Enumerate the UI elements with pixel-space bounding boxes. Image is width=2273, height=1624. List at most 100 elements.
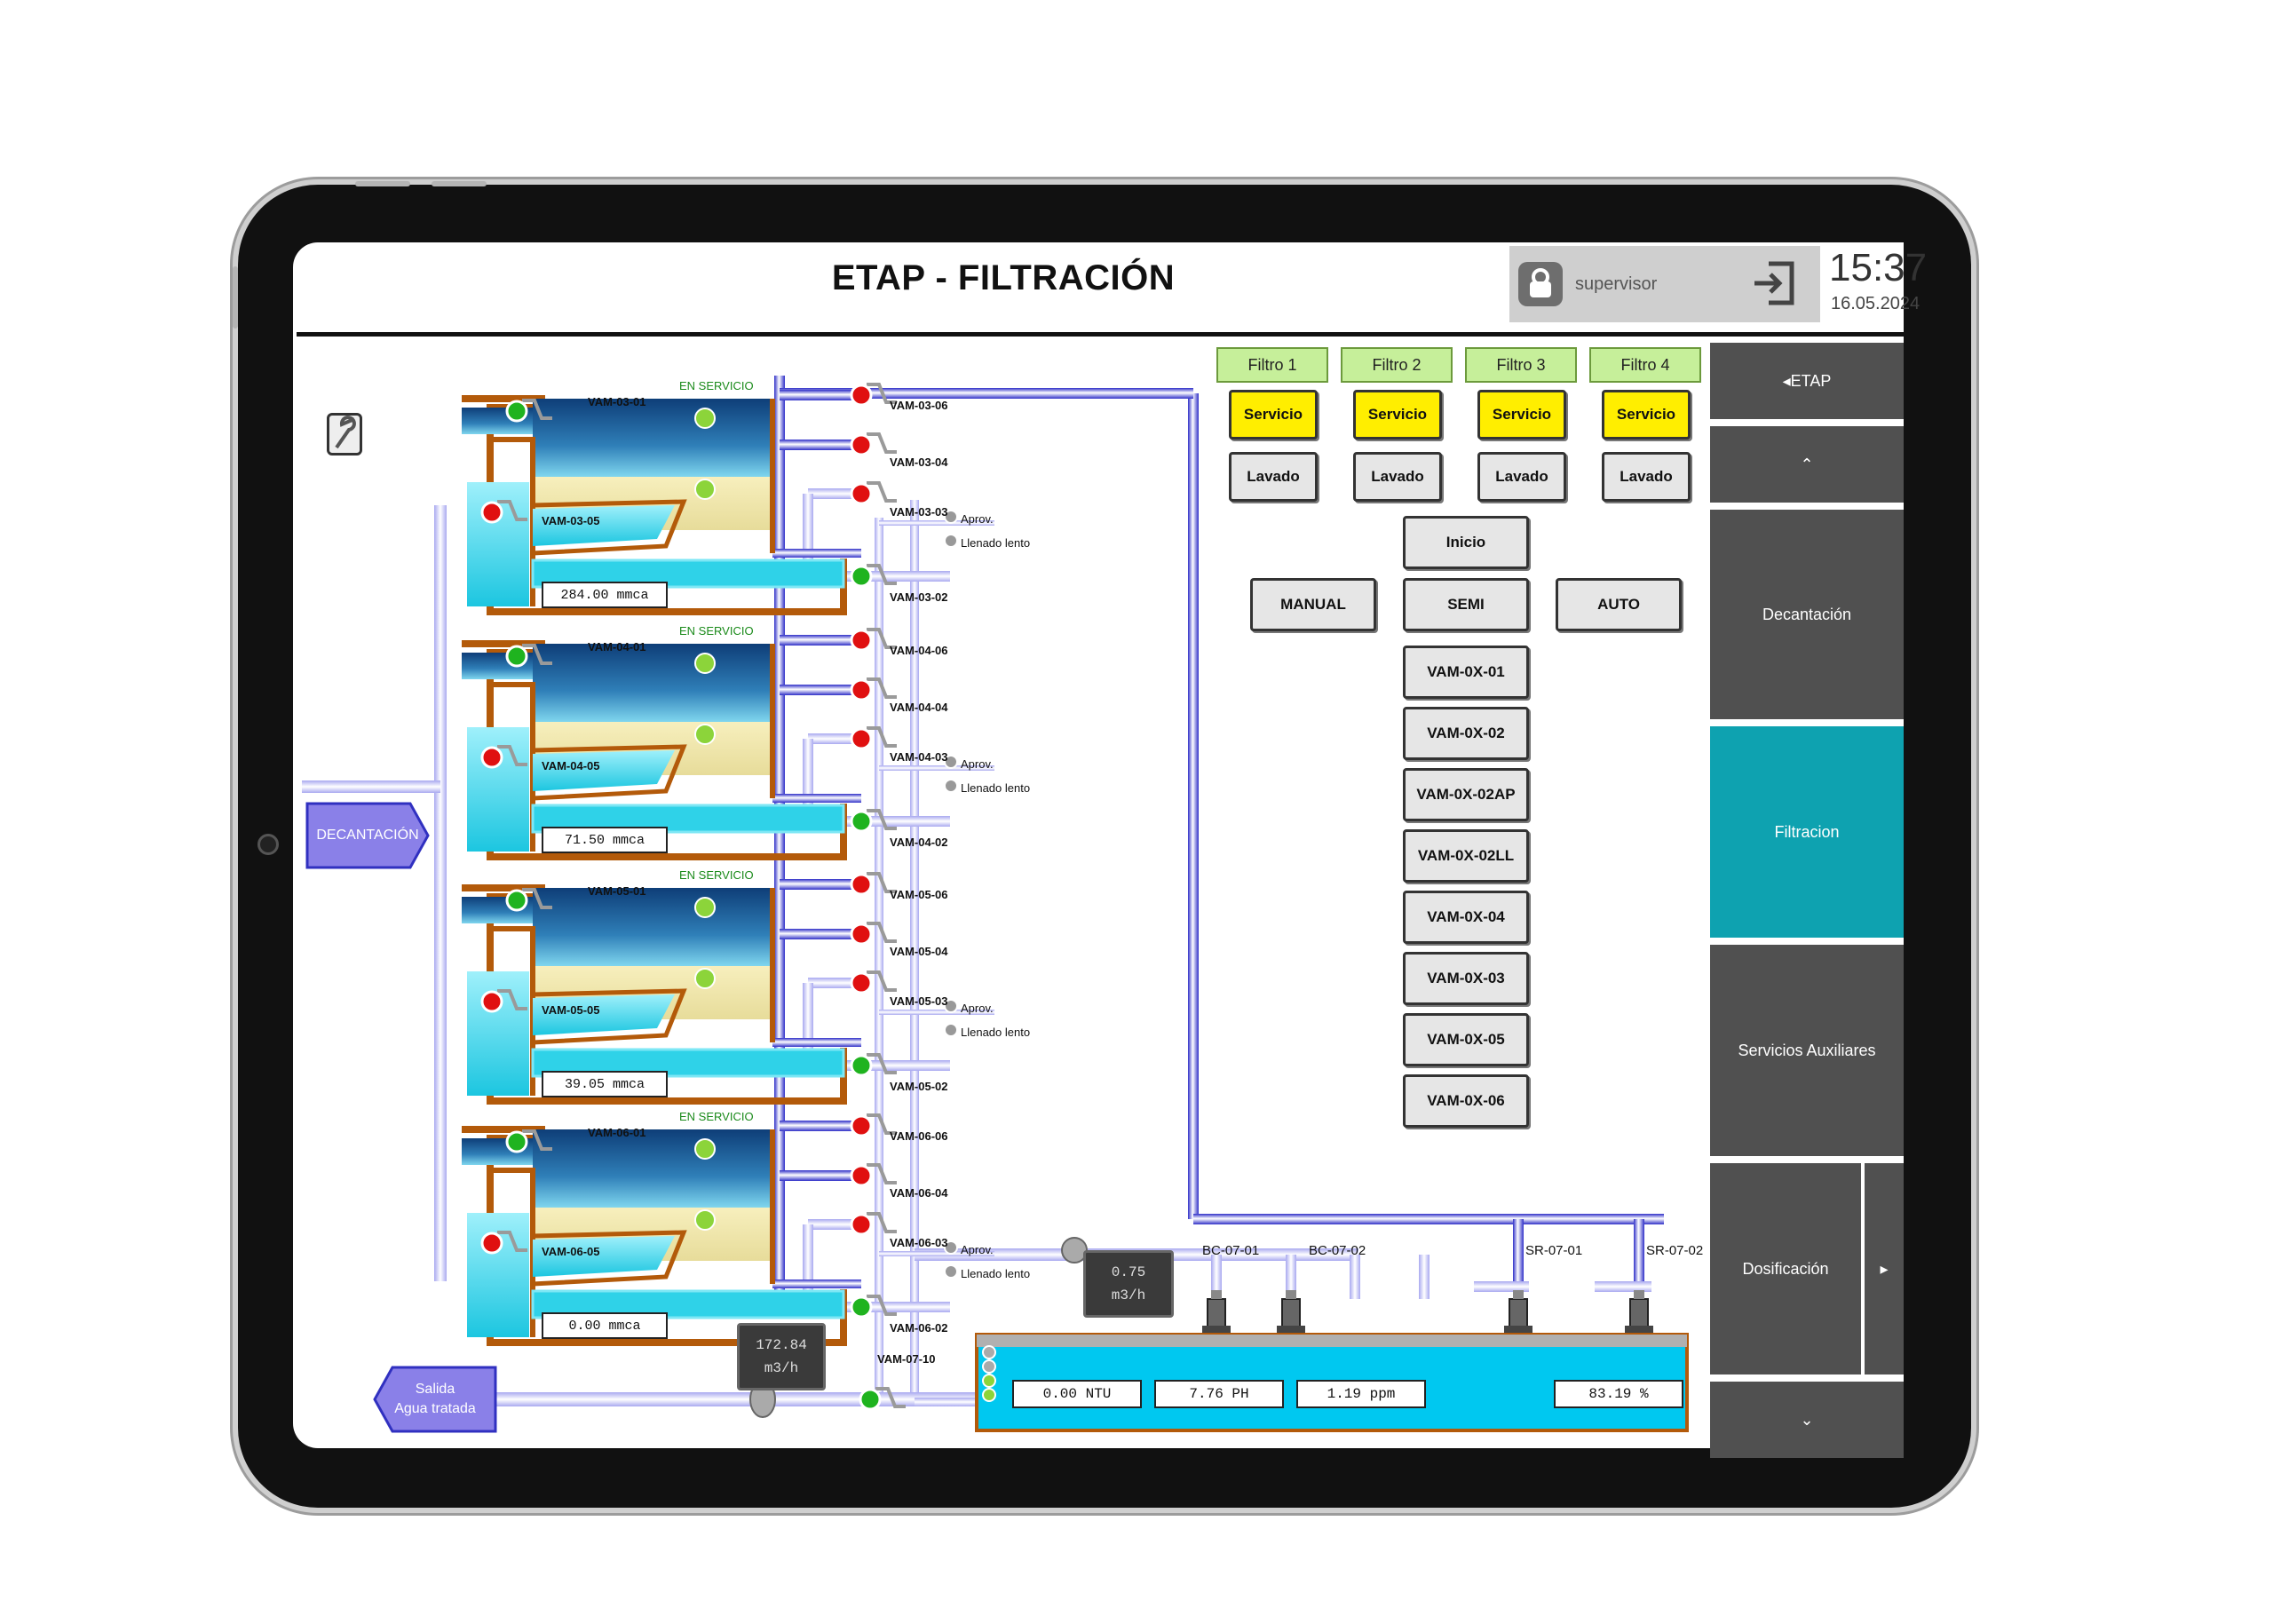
nav-etap[interactable]: ◂ETAP	[1710, 343, 1904, 419]
flow-out-unit: m3/h	[764, 1360, 799, 1376]
valve-closed-indicator	[850, 923, 873, 946]
nav-dosificacion-expand[interactable]: ▸	[1865, 1163, 1904, 1374]
pipe	[1419, 1255, 1430, 1299]
pump-motor	[1211, 1290, 1222, 1299]
filter-level-reading: 39.05 mmca	[542, 1071, 668, 1097]
pump-4	[1625, 1290, 1653, 1333]
nav-filtracion[interactable]: Filtracion	[1710, 726, 1904, 938]
pump-base	[1277, 1326, 1305, 1333]
valve-closed-indicator	[850, 678, 873, 701]
valve-label: VAM-05-06	[890, 888, 948, 901]
nav-etap-label: ETAP	[1790, 371, 1832, 390]
water-body	[533, 399, 772, 477]
valve-label: VAM-04-05	[542, 759, 600, 772]
valve-label: VAM-05-04	[890, 945, 948, 958]
pipe	[1634, 1219, 1644, 1287]
pump-base	[1504, 1326, 1532, 1333]
clock-date: 16.05.2024	[1831, 294, 1921, 313]
nav-scroll-up[interactable]: ⌃	[1710, 426, 1904, 503]
valve-button-vam-0x-02[interactable]: VAM-0X-02	[1403, 707, 1529, 760]
pipe	[1350, 1255, 1360, 1299]
pump-motor	[1634, 1290, 1644, 1299]
valve-button-vam-0x-06[interactable]: VAM-0X-06	[1403, 1074, 1529, 1128]
pipe	[772, 549, 861, 558]
hmi-screen: ETAP - FILTRACIÓN supervisor 15:37 16.05…	[293, 242, 1927, 1458]
nav-dosificacion[interactable]: Dosificación	[1710, 1163, 1861, 1374]
valve-closed-indicator	[850, 971, 873, 994]
filtro-4-servicio-button[interactable]: Servicio	[1602, 390, 1691, 440]
filter-units-layer	[462, 383, 958, 1346]
valve-closed-indicator-stem	[867, 677, 897, 699]
semi-button[interactable]: SEMI	[1403, 578, 1529, 631]
valve-button-vam-0x-05[interactable]: VAM-0X-05	[1403, 1013, 1529, 1066]
filtro-1-servicio-button[interactable]: Servicio	[1229, 390, 1318, 440]
tab-filtro-4[interactable]: Filtro 4	[1589, 347, 1701, 383]
chevron-up-icon: ⌃	[1800, 455, 1814, 473]
valve-button-vam-0x-03[interactable]: VAM-0X-03	[1403, 952, 1529, 1005]
pipe	[1286, 1255, 1296, 1299]
valve-button-vam-0x-04[interactable]: VAM-0X-04	[1403, 891, 1529, 944]
inner-wall	[490, 437, 535, 606]
tab-filtro-2[interactable]: Filtro 2	[1341, 347, 1453, 383]
valve-label: VAM-06-03	[890, 1236, 948, 1249]
valve-closed-indicator-stem	[867, 432, 897, 454]
pump-label-bc-07-02: BC-07-02	[1309, 1243, 1366, 1258]
salida-agua-tratada-tag[interactable]: Salida Agua tratada	[373, 1366, 497, 1433]
filtro-4-lavado-button[interactable]: Lavado	[1602, 452, 1691, 502]
tab-filtro-1[interactable]: Filtro 1	[1216, 347, 1328, 383]
wash-trough	[533, 994, 675, 1035]
aprov-label: Aprov.	[961, 1002, 994, 1015]
valve-label: VAM-04-02	[890, 836, 948, 849]
valve-closed-indicator	[850, 873, 873, 896]
water-body	[533, 644, 772, 722]
valve-button-vam-0x-02ll[interactable]: VAM-0X-02LL	[1403, 829, 1529, 883]
user-icon[interactable]	[1518, 262, 1563, 306]
status-lamp	[694, 479, 716, 500]
clock-time: 15:37	[1829, 246, 1928, 289]
filtro-1-lavado-button[interactable]: Lavado	[1229, 452, 1318, 502]
valve-button-vam-0x-02ap[interactable]: VAM-0X-02AP	[1403, 768, 1529, 821]
pipe	[808, 1219, 861, 1230]
valve-closed-indicator-stem	[497, 500, 527, 521]
filtro-2-lavado-button[interactable]: Lavado	[1353, 452, 1442, 502]
decantacion-inlet-tag[interactable]: DECANTACIÓN	[305, 802, 430, 869]
valve-open-indicator	[505, 1130, 528, 1153]
nav-scroll-down[interactable]: ⌄	[1710, 1382, 1904, 1458]
valve-open-indicator	[850, 565, 873, 588]
tank-top	[977, 1335, 1687, 1347]
wash-trough	[533, 505, 675, 546]
filtro-3-lavado-button[interactable]: Lavado	[1477, 452, 1566, 502]
tab-filtro-3[interactable]: Filtro 3	[1465, 347, 1577, 383]
inner-wall	[490, 926, 535, 1096]
llenado-label: Llenado lento	[961, 1267, 1031, 1280]
valve-label: VAM-03-04	[890, 456, 948, 469]
nav-decantacion[interactable]: Decantación	[1710, 510, 1904, 719]
manual-button[interactable]: MANUAL	[1250, 578, 1376, 631]
pipe	[780, 1121, 861, 1131]
trough-outline	[532, 988, 687, 1045]
trough-outline	[532, 744, 687, 801]
auto-button[interactable]: AUTO	[1556, 578, 1682, 631]
valve-closed-indicator-stem	[867, 1113, 897, 1135]
filtro-3-servicio-button[interactable]: Servicio	[1477, 390, 1566, 440]
inicio-button[interactable]: Inicio	[1403, 516, 1529, 569]
valve-closed-indicator	[480, 746, 503, 769]
filter-unit-6	[462, 1113, 958, 1346]
filter-level-reading: 284.00 mmca	[542, 582, 668, 608]
pipe	[423, 1392, 1067, 1406]
logout-icon[interactable]	[1749, 258, 1799, 308]
valve-label: VAM-04-06	[890, 644, 948, 657]
pipe	[774, 376, 785, 1308]
nav-servicios-auxiliares[interactable]: Servicios Auxiliares	[1710, 945, 1904, 1156]
valve-label: VAM-03-03	[890, 505, 948, 519]
user-name: supervisor	[1575, 274, 1658, 294]
valve-open-indicator-stem	[522, 888, 552, 909]
valve-label: VAM-04-01	[588, 640, 646, 654]
valve-button-vam-0x-01[interactable]: VAM-0X-01	[1403, 646, 1529, 699]
pipe	[302, 780, 440, 793]
process-canvas: Filtro 1 Filtro 2 Filtro 3 Filtro 4 Serv…	[293, 340, 1705, 1448]
wrench-icon[interactable]	[327, 413, 362, 456]
valve-closed-indicator-stem	[497, 1231, 527, 1252]
filtro-2-servicio-button[interactable]: Servicio	[1353, 390, 1442, 440]
valve-closed-indicator	[850, 727, 873, 750]
